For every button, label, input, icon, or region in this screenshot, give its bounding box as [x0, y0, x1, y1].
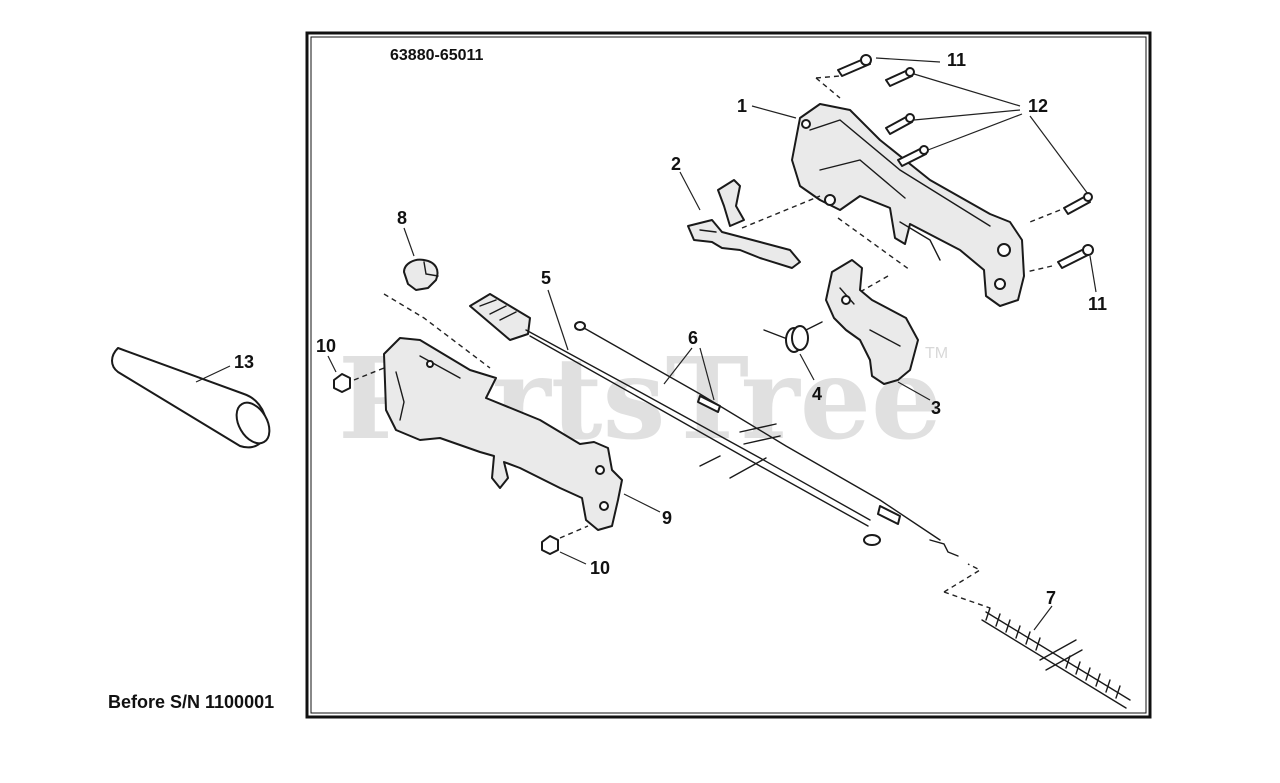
callout-4: 4	[812, 384, 822, 404]
screw-11-top[interactable]	[837, 54, 872, 77]
part-13-grip[interactable]	[111, 347, 276, 449]
callout-12: 12	[1028, 96, 1048, 116]
callout-9: 9	[662, 508, 672, 528]
screw-11-right[interactable]	[1057, 244, 1094, 269]
serial-note: Before S/N 1100001	[108, 692, 274, 712]
callout-11-top: 11	[947, 50, 966, 70]
callout-10-bottom: 10	[590, 558, 610, 578]
callout-7: 7	[1046, 588, 1056, 608]
nut-10-bottom[interactable]	[541, 535, 559, 555]
part-3-lockout-lever[interactable]	[825, 259, 919, 385]
part-6-throttle-cable[interactable]	[574, 321, 959, 557]
screw-12-c[interactable]	[897, 145, 929, 167]
screw-12-b[interactable]	[885, 113, 915, 135]
callout-8: 8	[397, 208, 407, 228]
part-7-spring[interactable]	[981, 607, 1131, 709]
callout-13: 13	[234, 352, 254, 372]
nut-10-top[interactable]	[333, 373, 351, 393]
callout-2: 2	[671, 154, 681, 174]
part-9-lower-housing[interactable]	[383, 337, 623, 531]
callout-11-right: 11	[1088, 294, 1107, 314]
screw-12-a[interactable]	[885, 67, 915, 87]
watermark-tm: TM	[925, 345, 948, 362]
callout-5: 5	[541, 268, 551, 288]
callout-3: 3	[931, 398, 941, 418]
diagram-code: 63880-65011	[390, 47, 484, 64]
screw-12-d[interactable]	[1063, 192, 1093, 215]
callout-10-top: 10	[316, 336, 336, 356]
part-1-upper-housing[interactable]	[791, 103, 1025, 307]
callout-1: 1	[737, 96, 747, 116]
diagram-frame	[305, 31, 1152, 719]
part-4-spring[interactable]	[763, 321, 823, 353]
part-2-trigger[interactable]	[687, 179, 801, 269]
callout-6: 6	[688, 328, 698, 348]
part-8-cap[interactable]	[403, 258, 439, 291]
part-5-switch-wire[interactable]	[469, 293, 881, 546]
